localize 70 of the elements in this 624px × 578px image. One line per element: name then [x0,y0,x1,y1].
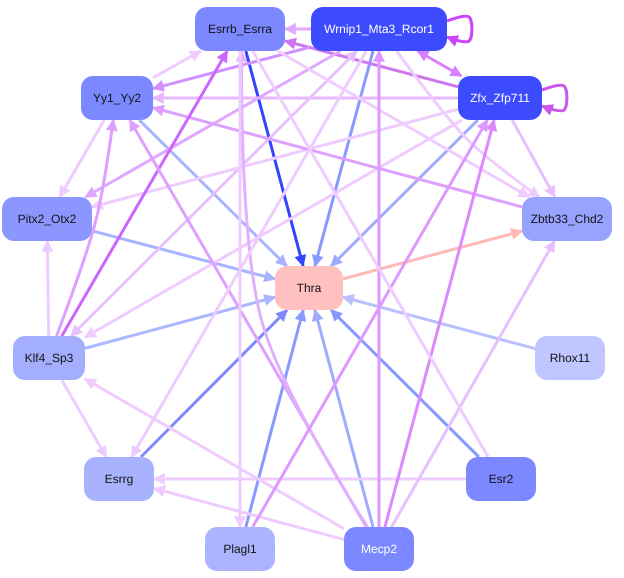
arrow [152,50,202,80]
arrow [84,118,463,339]
arrow [84,50,342,198]
arrow [152,473,466,485]
arrow [416,50,462,78]
arrow [236,50,369,528]
arrow [330,308,480,458]
arrow [390,240,556,528]
arrow [395,50,540,198]
gene-label: Thra [296,281,322,295]
gene-node [311,7,447,51]
arrow [84,378,345,530]
arrow [330,118,479,268]
arrow [284,38,458,88]
gene-node [2,197,92,241]
arrow [312,308,375,528]
arrow [90,108,458,210]
gene-node [81,76,153,120]
gene-label: Pitx2_Otx2 [18,212,76,226]
arrow [277,50,530,198]
arrow [373,50,385,527]
arrow [152,485,344,542]
gene-label: Yy1_Yy2 [92,91,142,105]
arrow [152,45,312,92]
gene-node [535,336,605,380]
arrow [244,308,306,528]
arrow [60,50,229,337]
arrow [128,118,368,528]
arrow [244,50,306,268]
gene-label: Klf4_Sp3 [24,351,74,365]
gene-node [458,76,542,120]
gene-node [275,266,343,310]
arrow [342,228,524,280]
arrow [130,50,368,458]
gene-node [205,527,275,571]
arrow [84,294,276,350]
arrow [312,50,374,268]
arrow [234,51,246,528]
arrow [342,294,536,350]
arrow [152,104,522,208]
arrow [92,229,276,282]
gene-node [195,7,285,51]
arrow [284,23,311,35]
gene-label: Mecp2 [360,542,398,556]
gene-label: Zbtb33_Chd2 [530,212,604,226]
gene-node [344,527,414,571]
self-loop-arrow [540,84,568,116]
arrow [60,379,108,458]
arrow [138,118,288,268]
arrow [251,118,489,528]
gene-label: Zfx_Zfp711 [470,91,530,105]
gene-label: Esrrg [104,472,134,486]
arrow [58,119,106,198]
gene-node [466,457,536,501]
arrow [55,118,118,337]
arrow [41,240,54,336]
arrow [383,118,498,528]
gene-node [84,457,154,501]
self-loop-arrow [446,14,474,46]
arrow [70,50,358,338]
gene-label: Rhox11 [550,351,590,365]
gene-label: Esrrb_Esrra [208,22,272,36]
gene-label: Wrnip1_Mta3_Rcor1 [324,22,434,36]
gene-node [13,336,85,380]
gene-label: Plagl1 [223,542,257,556]
arrow [152,92,458,104]
gene-node [522,197,612,241]
arrow [510,119,556,198]
gene-label: Esr2 [488,472,514,486]
arrow [140,308,288,458]
